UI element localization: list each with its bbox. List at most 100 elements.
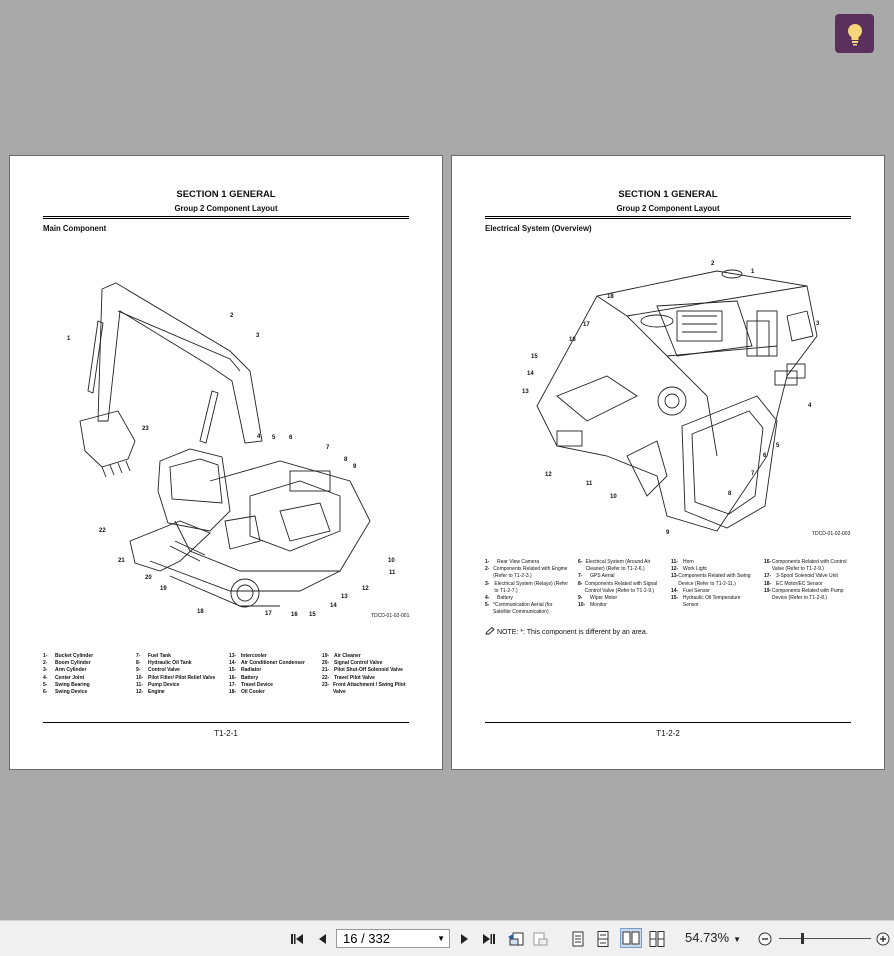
legend-item: 3-Electrical System (Relays) (Refer to T… bbox=[485, 580, 568, 594]
page-number-field[interactable]: 16 / 332 ▼ bbox=[336, 929, 450, 948]
callout-22: 22 bbox=[99, 528, 106, 534]
legend-item: 15-Radiator bbox=[229, 667, 262, 674]
callout-17: 17 bbox=[583, 322, 590, 328]
callout-7: 7 bbox=[751, 471, 755, 477]
legend-item: 21-Pilot Shut-Off Solenoid Valve bbox=[322, 667, 403, 674]
callout-8: 8 bbox=[728, 491, 732, 497]
legend-item: 4-Battery bbox=[485, 595, 513, 602]
excavator-illustration bbox=[79, 282, 371, 608]
page-number: T1-2-1 bbox=[214, 729, 238, 738]
legend-item: 13-Intercooler bbox=[229, 653, 267, 659]
chevron-down-icon[interactable]: ▼ bbox=[733, 935, 742, 944]
callout-15: 15 bbox=[309, 612, 316, 618]
zoom-field[interactable]: 54.73%▼ bbox=[685, 930, 741, 945]
legend-column: 7-Fuel Tank 8-Hydraulic Oil Tank 9-Contr… bbox=[136, 653, 228, 696]
callout-6: 6 bbox=[763, 453, 767, 459]
callout-8: 8 bbox=[344, 457, 348, 463]
legend-item: 17-Travel Device bbox=[229, 681, 273, 688]
legend-column: 6-Electrical System (Around Air Cleaner)… bbox=[578, 559, 664, 609]
first-page-button[interactable] bbox=[288, 921, 306, 956]
callout-5: 5 bbox=[776, 443, 780, 449]
continuous-view-button[interactable] bbox=[595, 921, 611, 956]
document-page-right: SECTION 1 GENERAL Group 2 Component Layo… bbox=[451, 155, 885, 770]
legend-item: 16-Components Related with Control Valve… bbox=[764, 559, 847, 573]
next-page-button[interactable] bbox=[457, 921, 473, 956]
prev-page-button[interactable] bbox=[314, 921, 330, 956]
next-view-button[interactable] bbox=[531, 921, 551, 956]
legend-item: 12-Engine bbox=[136, 689, 165, 696]
zoom-slider[interactable] bbox=[779, 933, 871, 944]
document-page-left: SECTION 1 GENERAL Group 2 Component Layo… bbox=[9, 155, 443, 770]
group-title: Group 2 Component Layout bbox=[616, 204, 720, 213]
two-page-icon bbox=[622, 931, 640, 945]
legend-item: 15-Hydraulic Oil Temperature Sensor bbox=[671, 595, 741, 609]
legend-item: 8-Hydraulic Oil Tank bbox=[136, 660, 192, 667]
header-rule bbox=[43, 216, 409, 217]
legend-item: 19-Components Related with Pump Device (… bbox=[764, 587, 844, 602]
legend-item: 11-Horn bbox=[671, 559, 694, 565]
header-rule bbox=[485, 218, 851, 219]
previous-view-button[interactable] bbox=[506, 921, 526, 956]
legend-item: 17-3-Spool Solenoid Valve Unit bbox=[764, 573, 838, 580]
callout-10: 10 bbox=[610, 494, 617, 500]
header-rule bbox=[485, 216, 851, 217]
tips-button[interactable] bbox=[835, 14, 874, 53]
continuous-icon bbox=[597, 930, 609, 947]
callout-3: 3 bbox=[256, 333, 260, 339]
two-page-continuous-icon bbox=[649, 930, 665, 947]
subheading: Electrical System (Overview) bbox=[485, 224, 592, 233]
lightbulb-icon bbox=[847, 23, 862, 45]
zoom-in-icon bbox=[876, 932, 890, 945]
zoom-out-icon bbox=[758, 932, 772, 945]
callout-layer: 1 2 3 4 5 6 7 8 9 10 11 12 13 14 15 16 1… bbox=[10, 156, 442, 769]
callout-4: 4 bbox=[257, 434, 261, 440]
callout-16: 16 bbox=[291, 612, 298, 618]
callout-3: 3 bbox=[816, 321, 820, 327]
legend-item: 5-*Communication Aerial (for Satellite C… bbox=[485, 602, 553, 616]
chevron-down-icon[interactable]: ▼ bbox=[437, 934, 445, 943]
legend-item: 2-Components Related with Engine (Refer … bbox=[485, 566, 568, 580]
callout-19: 19 bbox=[160, 586, 167, 592]
callout-12: 12 bbox=[545, 472, 552, 478]
legend-item: 13-Components Related with Swing Device … bbox=[671, 573, 751, 587]
callout-2: 2 bbox=[230, 313, 234, 319]
two-page-continuous-button[interactable] bbox=[647, 921, 667, 956]
last-page-button[interactable] bbox=[480, 921, 498, 956]
callout-9: 9 bbox=[353, 464, 357, 470]
legend-column: 11-Horn 12-Work Light 13-Components Rela… bbox=[671, 559, 757, 609]
pencil-note-icon bbox=[485, 626, 495, 635]
note-text: NOTE: *: This component is different by … bbox=[496, 629, 648, 636]
legend-item: 7-Fuel Tank bbox=[136, 653, 171, 659]
last-page-icon bbox=[483, 933, 495, 944]
two-page-view-button[interactable] bbox=[620, 928, 642, 948]
callout-5: 5 bbox=[272, 435, 276, 441]
page-number: T1-2-2 bbox=[656, 729, 680, 738]
legend-item: 20-Signal Control Valve bbox=[322, 660, 383, 667]
zoom-level: 54.73% bbox=[685, 930, 730, 945]
legend-item: 1-Rear View Camera bbox=[485, 559, 540, 565]
legend-item: 1-Bucket Cylinder bbox=[43, 653, 94, 659]
next-view-icon bbox=[533, 932, 548, 945]
figure-code: TDCD-01-02-001 bbox=[371, 613, 410, 619]
group-title: Group 2 Component Layout bbox=[174, 204, 278, 213]
zoom-slider-handle[interactable] bbox=[801, 933, 804, 944]
callout-21: 21 bbox=[118, 558, 125, 564]
callout-1: 1 bbox=[67, 336, 71, 342]
single-page-view-button[interactable] bbox=[570, 921, 586, 956]
callout-6: 6 bbox=[289, 435, 293, 441]
legend-column: 16-Components Related with Control Valve… bbox=[764, 559, 856, 602]
legend-item: 3-Arm Cylinder bbox=[43, 667, 87, 674]
legend-item: 5-Swing Bearing bbox=[43, 681, 90, 688]
footer-rule bbox=[485, 722, 851, 723]
viewer-toolbar: 16 / 332 ▼ 54.73%▼ bbox=[0, 920, 894, 956]
zoom-out-button[interactable] bbox=[757, 921, 773, 956]
section-title: SECTION 1 GENERAL bbox=[176, 189, 276, 200]
legend-column: 13-Intercooler 14-Air Conditioner Conden… bbox=[229, 653, 321, 696]
callout-11: 11 bbox=[389, 570, 396, 576]
callout-13: 13 bbox=[341, 594, 348, 600]
zoom-in-button[interactable] bbox=[875, 921, 891, 956]
prev-page-icon bbox=[319, 933, 326, 944]
callout-4: 4 bbox=[808, 403, 812, 409]
legend-item: 10-Pilot Filter/ Pilot Relief Valve bbox=[136, 674, 216, 681]
callout-23: 23 bbox=[142, 426, 149, 432]
